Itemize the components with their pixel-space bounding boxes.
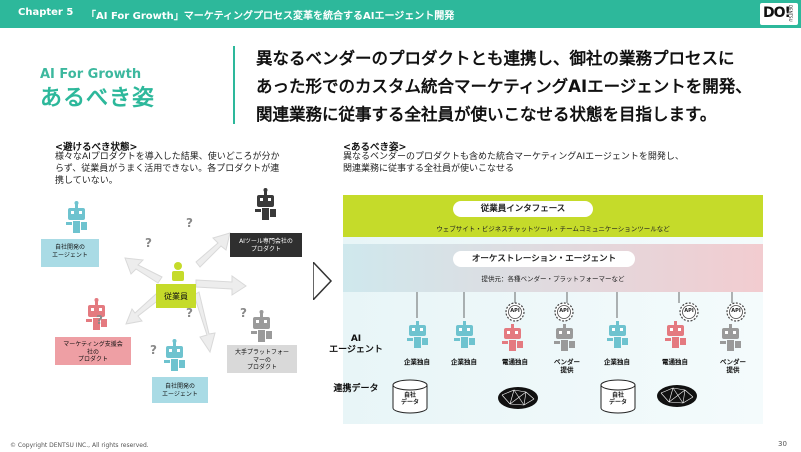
page-number: 30 [778,440,787,448]
ideal-line: 異なるベンダーのプロダクトも含めた統合マーケティングAIエージェントを開発し、 [343,152,684,162]
box-platform-product [227,345,297,373]
robot-teal-icon [607,321,628,348]
lead-line: 関連業務に従事する全社員が使いこなせる状態を目指します。 [256,105,717,124]
employee-interface-sub: ウェブサイト・ビジネスチャットツール・チームコミュニケーションツールなど [436,225,670,233]
robot-teal-icon [454,321,475,348]
label-marketing-product: マーケティング支援会 社の プロダクト [63,341,123,363]
robot-gray-icon [251,310,272,342]
title-divider [233,46,235,124]
arrow-to-bottom-right [193,291,216,354]
agent-label: 電通独自 [662,358,688,366]
agent-label: ベンダー 提供 [720,358,746,374]
box-employee [156,284,196,308]
question-mark: ? [96,313,103,327]
ideal-line: 関連業務に従事する全社員が使いこなせる [343,164,515,174]
box-ai-tool-product [230,233,302,257]
robot-dark-icon [255,188,276,220]
label-in-house-agent: 自社開発の エージェント [52,244,88,259]
api-label: API [731,308,741,314]
arrow-to-bottom-left [125,293,161,325]
copyright: © Copyright DENTSU INC., All rights rese… [10,442,149,449]
db-label: 自社 データ [608,392,627,406]
avoid-heading: <避けるべき状態> [55,142,138,153]
api-gear-icon [679,302,699,322]
avoid-line: 携していない。 [55,176,118,186]
chapter-number: Chapter 5 [18,7,74,18]
question-mark: ? [186,216,193,230]
api-label: API [510,308,520,314]
api-gear-icon [554,302,574,322]
robot-gray-icon [720,324,741,351]
company-logo: DO! DENTSU [760,3,798,25]
orchestration-pill: オーケストレーション・エージェント [453,251,635,267]
question-mark: ? [150,343,157,357]
avoid-line: 様々なAIプロダクトを導入した結果、使いどころが分か [55,152,280,162]
robot-pink-icon [502,324,523,351]
transition-arrow-icon [313,262,333,300]
arrow-to-top-left [124,257,163,284]
api-gear-icon [726,302,746,322]
network-mesh-icon [657,385,697,407]
robot-teal-icon [164,339,185,371]
agent-label: 企業独自 [404,358,430,366]
agent-label: 電通独自 [502,358,528,366]
question-mark: ? [240,306,247,320]
ideal-heading: <あるべき姿> [343,142,407,153]
lead-line: あった形でのカスタム統合マーケティングAIエージェントを開発、 [256,77,752,96]
agent-label: 企業独自 [451,358,477,366]
chapter-header-bar: Chapter 5 「AI For Growth」マーケティングプロセス変革を統… [0,0,801,28]
avoid-description: 様々なAIプロダクトを導入した結果、使いどころが分か らず、従業員がうまく活用で… [55,151,280,187]
orchestration-sub: 提供元：各種ベンダー・プラットフォーマーなど [481,275,625,283]
agent-label: 企業独自 [604,358,630,366]
lead-line: 異なるベンダーのプロダクトとも連携し、御社の業務プロセスに [256,49,735,68]
box-in-house-agent [41,239,99,267]
robot-teal-icon [66,201,87,233]
label-platform-product: 大手プラットフォー マーの プロダクト [234,349,289,371]
api-label: API [684,308,694,314]
box-in-house-agent-2 [152,377,208,403]
section-title-en: AI For Growth [40,67,142,82]
lead-statement: 異なるベンダーのプロダクトとも連携し、御社の業務プロセスに あった形でのカスタム… [256,45,752,129]
scatter-arrows [124,232,247,354]
question-mark: ? [145,236,152,250]
robot-pink-icon [665,321,686,348]
label-ai-tool-product: AIツール専門会社の プロダクト [239,238,293,253]
database-icon [392,379,428,414]
connector-lines [416,292,733,318]
robot-teal-icon [407,321,428,348]
api-gear-icon [505,302,525,322]
logo-vertical-text: DENTSU [788,5,793,22]
robot-pink-icon [86,298,107,330]
employee-icon [172,262,184,281]
section-title-jp: あるべき姿 [40,86,156,111]
db-label: 自社 データ [400,392,419,406]
agent-label: ベンダー 提供 [554,358,580,374]
row-label-linked-data: 連携データ [333,384,379,394]
employee-interface-pill: 従業員インタフェース [453,201,593,217]
database-icon [600,379,636,414]
arrow-to-top-right [195,232,231,268]
box-marketing-product [55,337,131,365]
api-label: API [559,308,569,314]
ideal-description: 異なるベンダーのプロダクトも含めた統合マーケティングAIエージェントを開発し、 … [343,151,684,175]
row-label-ai-agents: AI エージェント [329,334,383,355]
label-employee: 従業員 [164,292,188,301]
arrow-to-right [195,275,247,296]
label-in-house-agent-2: 自社開発の エージェント [162,383,198,398]
chapter-title: 「AI For Growth」マーケティングプロセス変革を統合するAIエージェン… [86,11,455,22]
robot-gray-icon [554,324,575,351]
question-mark: ? [186,306,193,320]
network-mesh-icon [498,387,538,409]
avoid-line: らず、従業員がうまく活用できない。各プロダクトが連 [55,164,280,174]
logo-mark: DO! [763,5,791,21]
